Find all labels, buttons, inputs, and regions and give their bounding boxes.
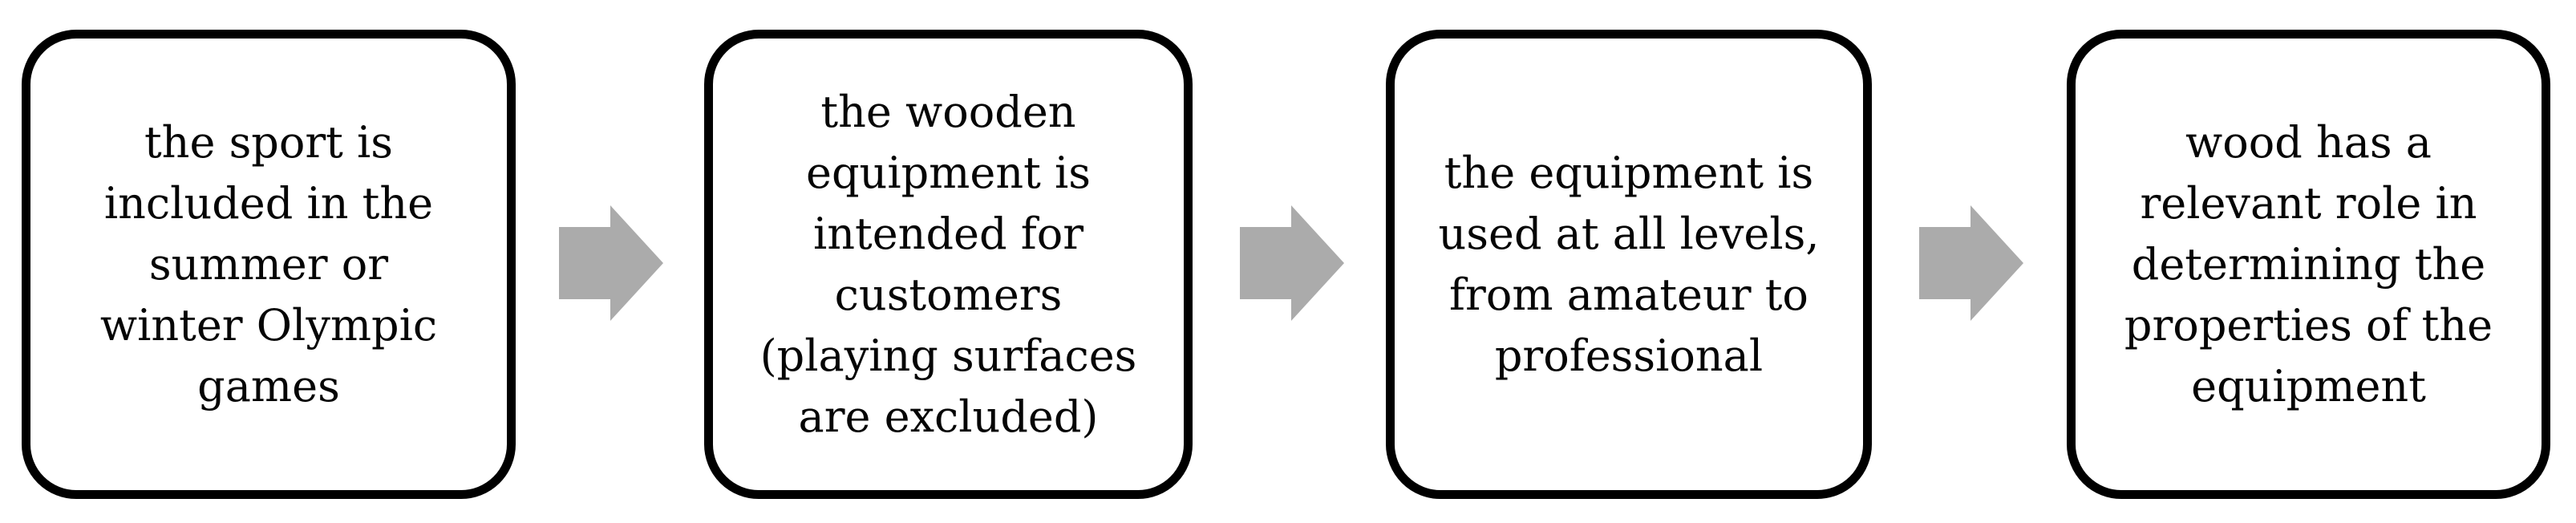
- arrow-right-icon: [1919, 205, 2023, 321]
- flow-box-all-levels: the equipment is used at all levels, fro…: [1386, 30, 1872, 499]
- box2-line2: equipment is: [806, 147, 1091, 198]
- box2-line1: the wooden: [820, 86, 1076, 137]
- flow-box-wooden-equipment: the wooden equipment is intended for cus…: [704, 30, 1193, 499]
- box2-line4: customers: [834, 269, 1063, 320]
- box1-line3: summer or: [148, 238, 389, 290]
- box3-line2: used at all levels,: [1438, 208, 1820, 259]
- box4-line1: wood has a: [2185, 116, 2432, 168]
- box2-line3: intended for: [812, 208, 1084, 259]
- arrow-right-shape: [1240, 205, 1344, 321]
- flow-box-wood-properties: wood has a relevant role in determining …: [2067, 30, 2550, 499]
- flow-box-olympic-sport: the sport is included in the summer or w…: [22, 30, 516, 499]
- arrow-right-shape: [1919, 205, 2023, 321]
- box2-line5: (playing surfaces: [759, 330, 1137, 381]
- box1-line4: winter Olympic: [99, 299, 438, 351]
- box1-line2: included in the: [103, 177, 434, 229]
- box1-line5: games: [197, 360, 340, 412]
- box4-line2: relevant role in: [2140, 177, 2477, 229]
- box4-line3: determining the: [2131, 238, 2486, 290]
- box3-line1: the equipment is: [1444, 147, 1814, 198]
- arrow-right-icon: [559, 205, 663, 321]
- box3-line3: from amateur to: [1449, 269, 1808, 320]
- box3-line4: professional: [1494, 330, 1764, 381]
- box2-line6: are excluded): [798, 391, 1099, 442]
- box1-line1: the sport is: [144, 116, 394, 168]
- arrow-right-shape: [559, 205, 663, 321]
- arrow-right-icon: [1240, 205, 1344, 321]
- box4-line5: equipment: [2191, 360, 2426, 412]
- box4-line4: properties of the: [2124, 299, 2493, 351]
